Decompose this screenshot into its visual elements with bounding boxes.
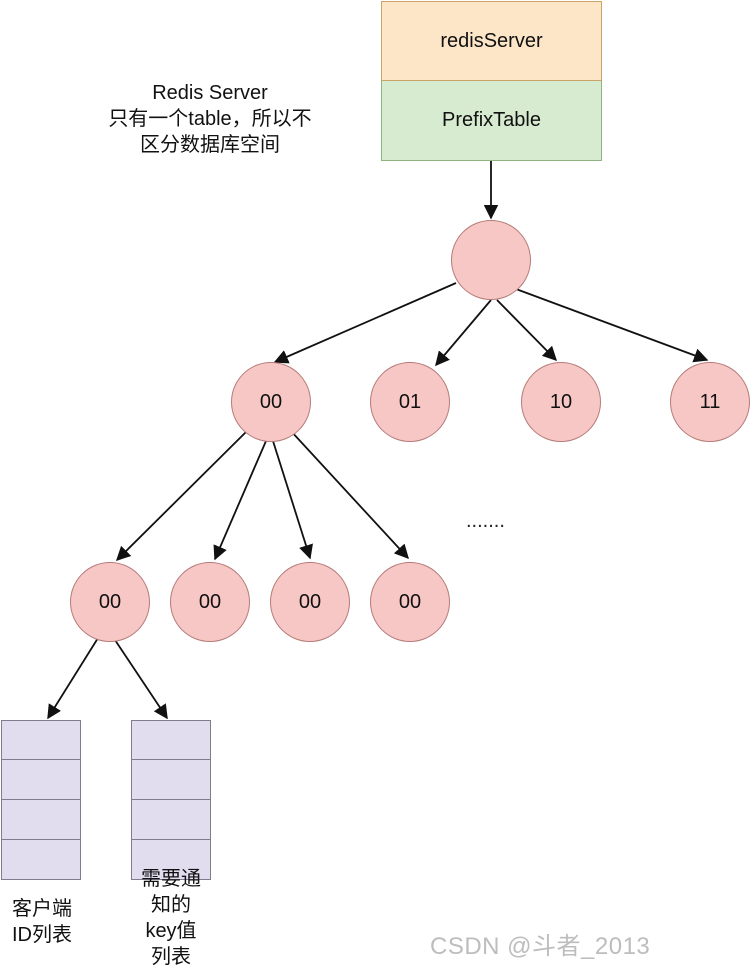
key-list <box>131 720 211 880</box>
caption-line: 客户端 <box>12 898 72 920</box>
client-id-list-caption: 客户端 ID列表 <box>2 896 82 948</box>
list-cell <box>131 720 211 760</box>
note-line-1: Redis Server <box>152 82 268 104</box>
redis-server-box: redisServer <box>381 1 602 81</box>
caption-line: 知的 <box>151 894 191 916</box>
list-cell <box>131 840 211 880</box>
arrow-root-to-00 <box>273 282 457 364</box>
arrow-00-to-child-2 <box>213 440 267 561</box>
level1-node-00: 00 <box>231 362 311 442</box>
caption-line: key值 <box>145 920 197 942</box>
caption-line: ID列表 <box>12 924 72 946</box>
level2-node-label: 00 <box>398 590 422 613</box>
level1-node-label: 10 <box>549 390 573 413</box>
level2-node-2: 00 <box>170 562 250 642</box>
level1-node-label: 11 <box>699 390 721 413</box>
level2-node-4: 00 <box>370 562 450 642</box>
root-node <box>451 220 531 300</box>
note-line-3: 区分数据库空间 <box>140 134 280 156</box>
arrow-child-to-client-list <box>47 637 99 720</box>
list-cell <box>1 840 81 880</box>
caption-line: 列表 <box>151 946 191 968</box>
level2-node-3: 00 <box>270 562 350 642</box>
prefix-table-label: PrefixTable <box>442 109 541 131</box>
arrow-root-to-10 <box>496 299 558 362</box>
list-cell <box>1 800 81 840</box>
caption-line: 需要通 <box>141 868 201 890</box>
list-cell <box>1 720 81 760</box>
level1-node-11: 11 <box>670 362 750 442</box>
client-id-list <box>1 720 81 880</box>
list-cell <box>131 760 211 800</box>
level2-node-1: 00 <box>70 562 150 642</box>
key-list-caption: 需要通 知的 key值 列表 <box>126 866 216 970</box>
arrow-00-to-child-3 <box>272 440 313 560</box>
level1-node-10: 10 <box>521 362 601 442</box>
watermark: CSDN @斗者_2013 <box>430 933 651 960</box>
level2-node-label: 00 <box>298 590 322 613</box>
arrow-00-to-child-4 <box>289 429 409 560</box>
redis-server-label: redisServer <box>440 29 543 52</box>
arrow-00-to-child-1 <box>115 429 249 562</box>
arrow-child-to-key-list <box>114 639 168 720</box>
arrow-root-to-01 <box>435 299 492 367</box>
level2-node-label: 00 <box>98 590 122 613</box>
redis-server-note: Redis Server 只有一个table，所以不 区分数据库空间 <box>80 80 340 158</box>
arrow-root-to-11 <box>515 288 709 363</box>
level1-node-01: 01 <box>370 362 450 442</box>
list-cell <box>131 800 211 840</box>
note-line-2: 只有一个table，所以不 <box>108 108 312 130</box>
prefix-table-box: PrefixTable <box>381 81 602 161</box>
list-cell <box>1 760 81 800</box>
level2-node-label: 00 <box>198 590 222 613</box>
level1-node-label: 00 <box>259 390 283 413</box>
level1-node-label: 01 <box>398 390 422 413</box>
ellipsis: ....... <box>466 510 505 532</box>
